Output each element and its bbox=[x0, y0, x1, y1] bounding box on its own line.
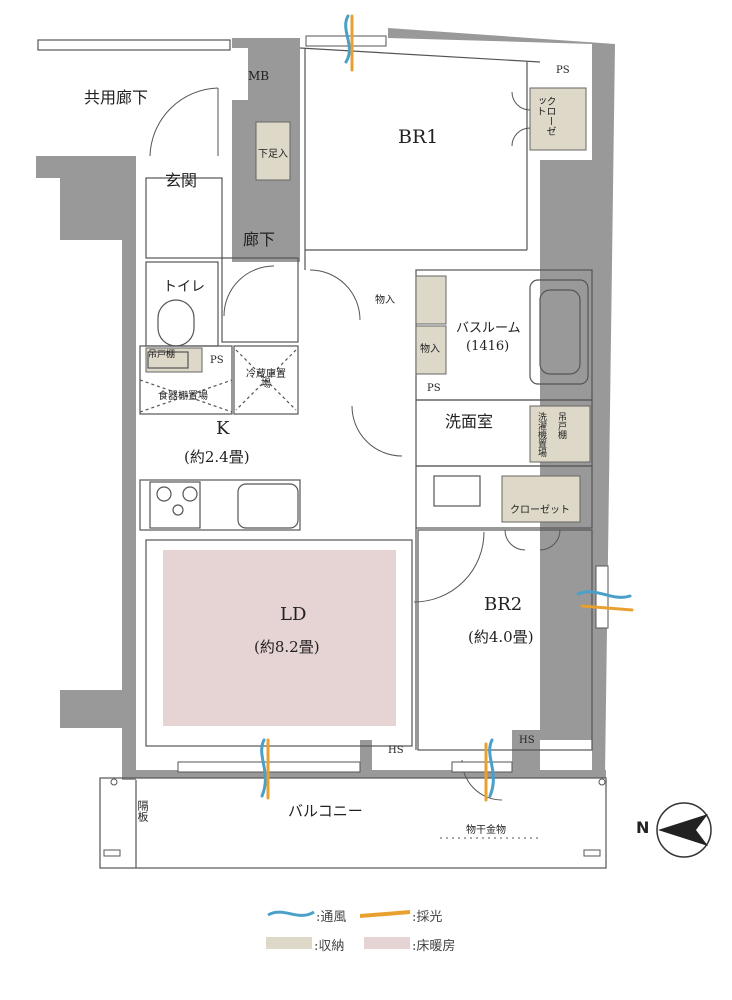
compass-icon bbox=[656, 802, 712, 858]
label-pantry: 食器棚置場 bbox=[158, 391, 208, 402]
label-entrance: 玄関 bbox=[165, 171, 198, 190]
compass-label: N bbox=[636, 818, 650, 837]
interior-lines bbox=[37, 39, 607, 869]
label-bathroom: バスルーム bbox=[456, 321, 521, 336]
fixtures bbox=[139, 279, 589, 529]
label-br2: BR2 bbox=[484, 594, 523, 615]
legend-floor-heating-label: :床暖房 bbox=[412, 939, 456, 954]
label-kitchen: K bbox=[216, 418, 230, 439]
label-hanging-shelf-wash: 吊戸棚 bbox=[556, 412, 566, 439]
legend-ventilation: :通風 bbox=[316, 906, 346, 925]
legend-daylight-label: :採光 bbox=[412, 910, 443, 925]
label-mb: MB bbox=[248, 69, 270, 83]
label-bathroom-size: (1416) bbox=[466, 339, 510, 354]
walls bbox=[36, 28, 615, 780]
label-ld: LD bbox=[280, 604, 307, 625]
label-closet-br1: クローゼット bbox=[534, 96, 555, 136]
label-kitchen-size: (約2.4畳) bbox=[184, 448, 250, 466]
legend-storage-label: :収納 bbox=[314, 939, 345, 954]
airflow-marks bbox=[260, 14, 634, 802]
storage-areas bbox=[145, 87, 591, 523]
label-partition: 隔板 bbox=[136, 800, 149, 822]
legend-daylight: :採光 bbox=[412, 906, 442, 925]
legend-floor-heating: :床暖房 bbox=[412, 935, 455, 954]
label-br1: BR1 bbox=[398, 126, 439, 148]
label-hallway: 廊下 bbox=[243, 230, 276, 249]
legend-marks bbox=[266, 910, 411, 949]
label-br2-size: (約4.0畳) bbox=[468, 628, 534, 646]
label-balcony: バルコニー bbox=[288, 802, 363, 820]
label-ps-br1: PS bbox=[556, 65, 570, 76]
label-common-corridor: 共用廊下 bbox=[84, 88, 149, 107]
label-ps-toilet: PS bbox=[210, 355, 224, 366]
label-fridge: 冷蔵庫置場 bbox=[246, 369, 286, 390]
label-toilet: トイレ bbox=[163, 279, 205, 295]
label-ld-size: (約8.2畳) bbox=[254, 638, 320, 656]
floor-heating-area bbox=[163, 550, 396, 726]
label-closet-br2: クローゼット bbox=[510, 505, 570, 516]
label-storage1: 物入 bbox=[375, 295, 395, 306]
balcony-fittings bbox=[103, 778, 606, 857]
label-laundry: 洗濯機置場 bbox=[536, 412, 546, 457]
legend-storage: :収納 bbox=[314, 935, 344, 954]
label-washroom: 洗面室 bbox=[445, 412, 494, 431]
label-hs2: HS bbox=[519, 735, 535, 746]
label-hs1: HS bbox=[388, 745, 404, 756]
label-storage2: 物入 bbox=[420, 344, 440, 355]
label-hanging-shelf-toilet: 吊戸棚 bbox=[148, 350, 176, 360]
label-clothes-dryer: 物干金物 bbox=[466, 825, 506, 836]
legend-ventilation-label: :通風 bbox=[316, 910, 347, 925]
label-shoe-storage: 下足入 bbox=[258, 149, 288, 160]
label-ps-bath: PS bbox=[427, 383, 441, 394]
